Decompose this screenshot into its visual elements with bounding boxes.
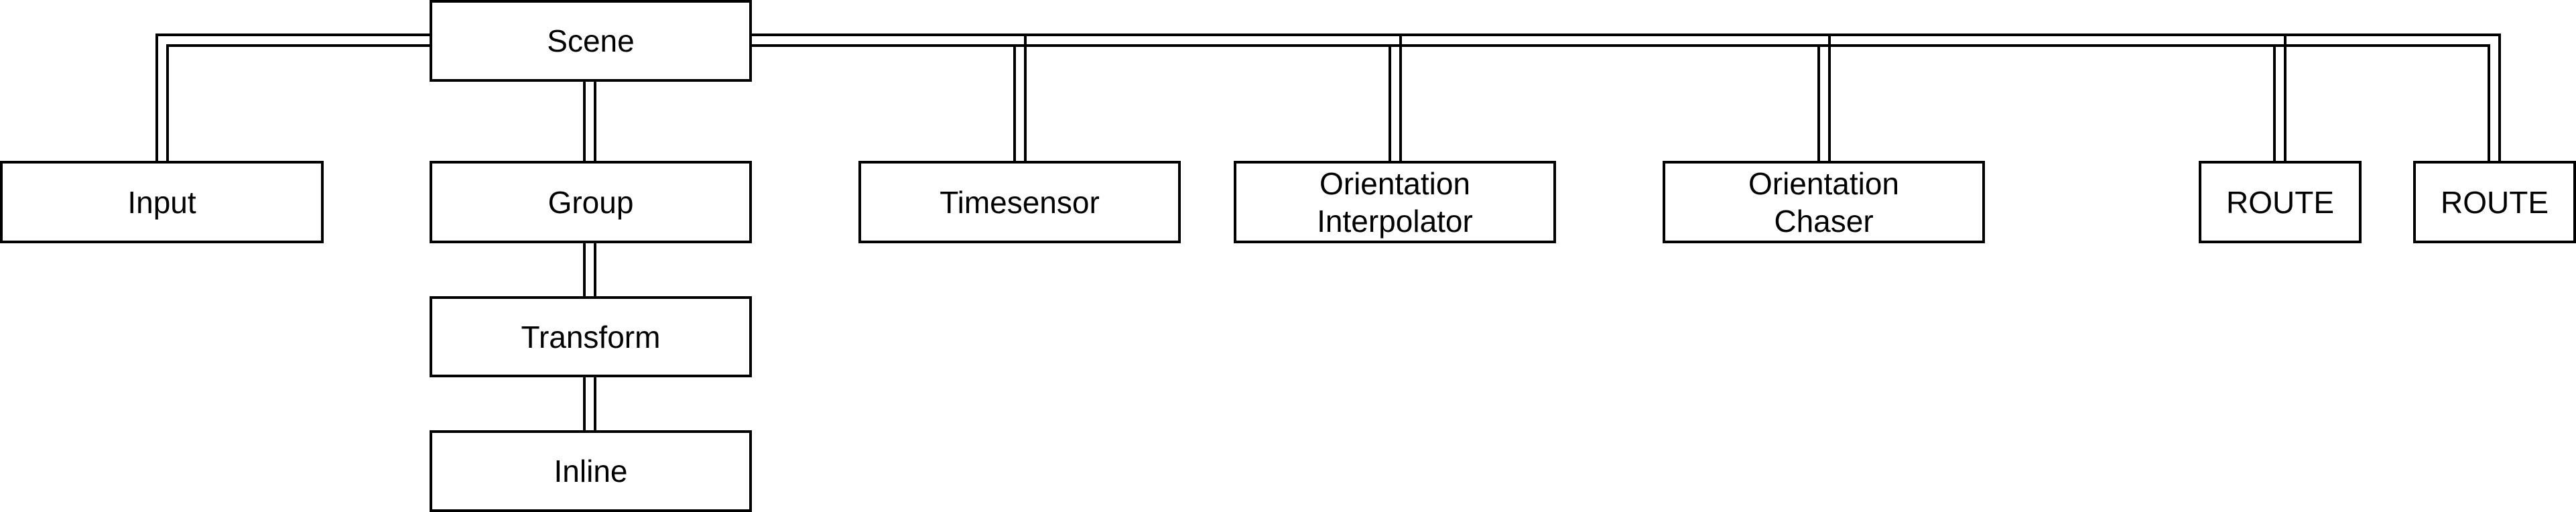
node-timesensor-label: Timesensor	[940, 184, 1100, 220]
edge-scene-bus-outer	[751, 34, 2501, 161]
node-scene-label: Scene	[547, 23, 635, 58]
edge-scene-input-outer	[155, 34, 430, 161]
node-scene[interactable]: Scene	[430, 0, 752, 82]
node-input[interactable]: Input	[0, 161, 324, 243]
node-inline[interactable]: Inline	[430, 430, 752, 512]
node-orientation-interpolator[interactable]: Orientation Interpolator	[1234, 161, 1556, 243]
node-inline-label: Inline	[554, 454, 628, 489]
node-orientation-interpolator-label: Orientation Interpolator	[1317, 166, 1473, 239]
node-group-label: Group	[548, 184, 634, 220]
node-route-1[interactable]: ROUTE	[2199, 161, 2362, 243]
node-route-2[interactable]: ROUTE	[2413, 161, 2576, 243]
edge-scene-bus-inner	[751, 44, 2490, 161]
node-transform-label: Transform	[521, 319, 661, 355]
node-timesensor[interactable]: Timesensor	[858, 161, 1181, 243]
edge-scene-input-inner	[166, 44, 430, 161]
node-route-2-label: ROUTE	[2441, 184, 2549, 220]
node-orientation-chaser-label: Orientation Chaser	[1748, 166, 1899, 239]
node-transform[interactable]: Transform	[430, 296, 752, 377]
node-input-label: Input	[127, 184, 196, 220]
node-route-1-label: ROUTE	[2226, 184, 2334, 220]
node-orientation-chaser[interactable]: Orientation Chaser	[1663, 161, 1985, 243]
node-group[interactable]: Group	[430, 161, 752, 243]
